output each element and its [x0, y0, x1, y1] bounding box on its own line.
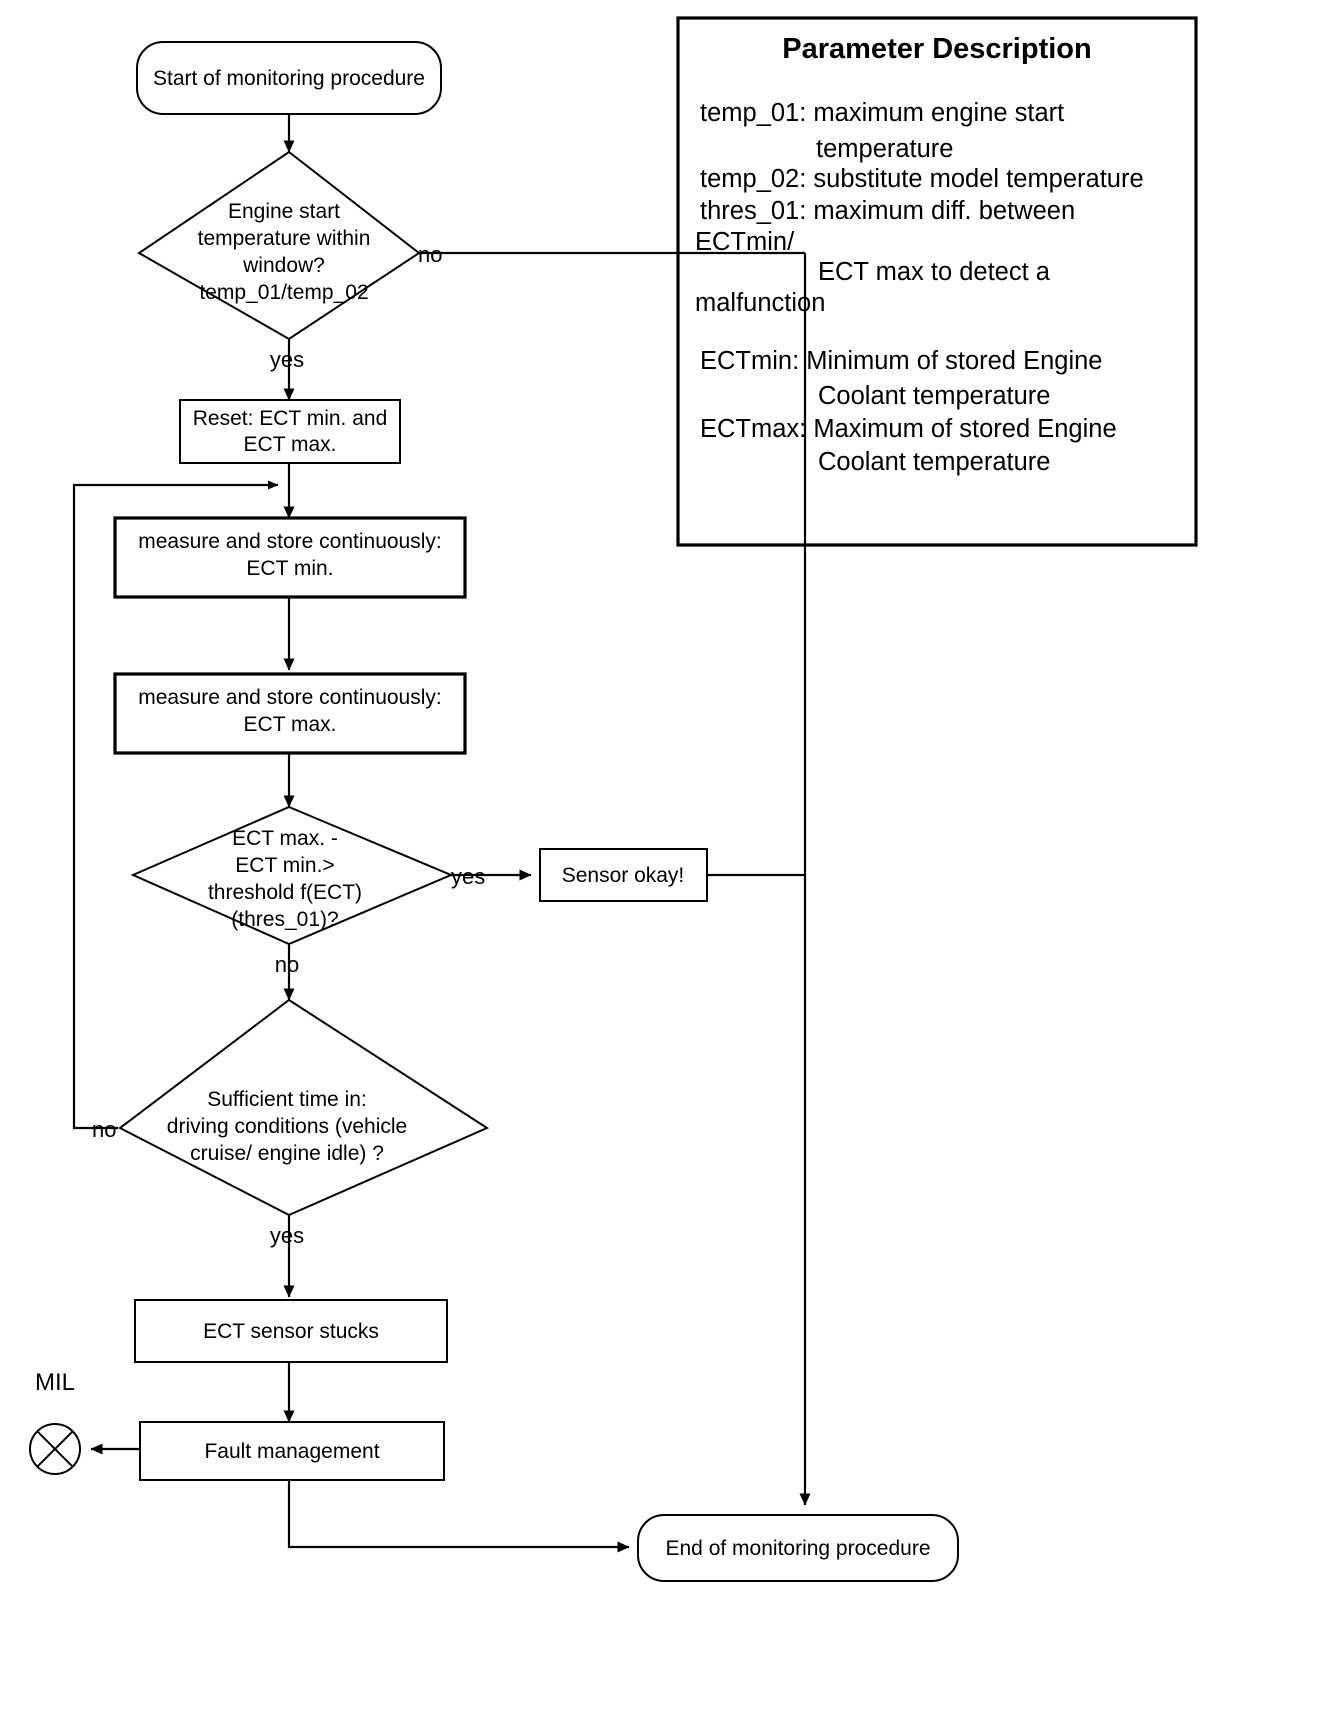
param-line-2: temp_02: substitute model temperature: [700, 165, 1144, 193]
decision1-line-1: temperature within: [198, 227, 371, 250]
param-line-11: Coolant temperature: [818, 448, 1050, 476]
param-line-4: ECTmin/: [695, 228, 795, 256]
parameter-description-box: Parameter Description temp_01: maximum e…: [676, 16, 1198, 547]
decision3-line-2: cruise/ engine idle) ?: [190, 1142, 384, 1165]
measure-max-line-0: measure and store continuously:: [138, 686, 442, 709]
node-end[interactable]: End of monitoring procedure: [637, 1514, 959, 1582]
connectors: [72, 113, 811, 1553]
param-line-1: temperature: [816, 135, 954, 163]
param-line-8: ECTmin: Minimum of stored Engine: [700, 347, 1102, 375]
mil-indicator-icon: [29, 1423, 81, 1475]
param-line-9: Coolant temperature: [818, 382, 1050, 410]
decision2-line-3: (thres_01)?: [231, 908, 338, 931]
node-start[interactable]: Start of monitoring procedure: [136, 41, 442, 115]
decision2-line-1: ECT min.>: [235, 854, 334, 877]
decision3-line-0: Sufficient time in:: [207, 1088, 367, 1111]
param-line-5: ECT max to detect a: [818, 258, 1051, 286]
edge-fault-to-end: [287, 1479, 630, 1553]
edge-label-decision2-yes: yes: [451, 864, 485, 889]
ect-sensor-stucks-label: ECT sensor stucks: [203, 1320, 379, 1343]
parameter-box-title: Parameter Description: [782, 33, 1091, 65]
decision3-line-1: driving conditions (vehicle: [167, 1115, 407, 1138]
node-end-label: End of monitoring procedure: [666, 1537, 931, 1560]
param-line-3: thres_01: maximum diff. between: [700, 197, 1075, 225]
measure-min-line-1: ECT min.: [246, 557, 333, 580]
node-sufficient-time-decision[interactable]: Sufficient time in: driving conditions (…: [118, 998, 490, 1217]
node-reset[interactable]: Reset: ECT min. and ECT max.: [179, 399, 401, 464]
node-ect-sensor-stucks[interactable]: ECT sensor stucks: [134, 1299, 448, 1363]
node-measure-max[interactable]: measure and store continuously: ECT max.: [113, 672, 467, 755]
edge-label-decision2-no: no: [275, 952, 299, 977]
param-line-0: temp_01: maximum engine start: [700, 99, 1064, 127]
decision2-line-2: threshold f(ECT): [208, 881, 362, 904]
measure-min-line-0: measure and store continuously:: [138, 530, 442, 553]
edge-label-decision3-no: no: [92, 1117, 116, 1142]
reset-line-1: ECT max.: [244, 433, 337, 456]
node-start-label: Start of monitoring procedure: [153, 67, 425, 90]
decision1-line-3: temp_01/temp_02: [199, 281, 368, 304]
param-line-6: malfunction: [695, 289, 825, 317]
edge-label-decision1-no: no: [418, 242, 442, 267]
node-threshold-decision[interactable]: ECT max. - ECT min.> threshold f(ECT) (t…: [130, 805, 454, 946]
edge-label-decision1-yes: yes: [270, 347, 304, 372]
edge-loopback-rail: [72, 480, 279, 1130]
param-line-10: ECTmax: Maximum of stored Engine: [700, 415, 1117, 443]
reset-line-0: Reset: ECT min. and: [193, 407, 388, 430]
mil-label: MIL: [35, 1369, 75, 1396]
decision1-line-0: Engine start: [228, 200, 340, 223]
decision2-line-0: ECT max. -: [232, 827, 338, 850]
fault-management-label: Fault management: [204, 1440, 379, 1463]
edge-label-decision3-yes: yes: [270, 1223, 304, 1248]
node-fault-management[interactable]: Fault management: [139, 1421, 445, 1481]
node-measure-min[interactable]: measure and store continuously: ECT min.: [113, 516, 467, 599]
decision1-line-2: window?: [242, 254, 325, 277]
measure-max-line-1: ECT max.: [244, 713, 337, 736]
node-engine-start-decision[interactable]: Engine start temperature within window? …: [137, 150, 421, 341]
sensor-okay-label: Sensor okay!: [562, 864, 685, 887]
node-sensor-okay[interactable]: Sensor okay!: [539, 848, 708, 902]
